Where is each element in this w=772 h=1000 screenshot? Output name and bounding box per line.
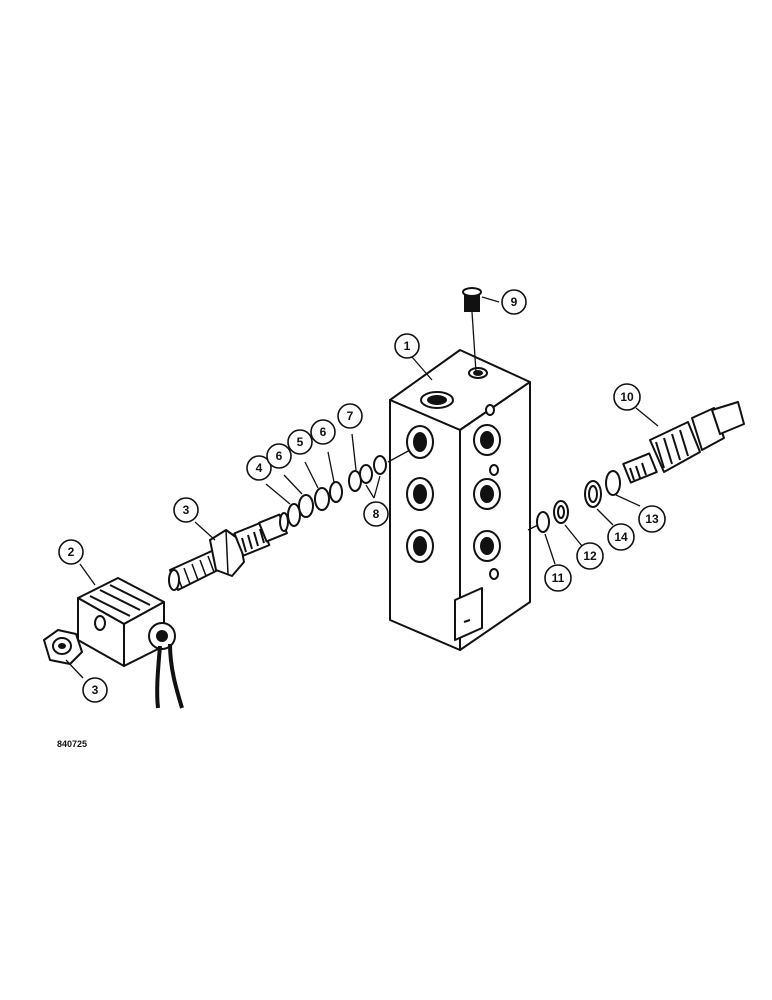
svg-text:2: 2: [68, 545, 75, 559]
callout-1: 1: [394, 333, 420, 359]
callout-3-upper: 3: [173, 497, 199, 523]
callout-9: 9: [501, 289, 527, 315]
svg-text:6: 6: [276, 449, 283, 463]
leader-lines: [65, 296, 659, 679]
callout-6-left: 6: [266, 443, 292, 469]
callout-5: 5: [287, 429, 313, 455]
nameplate: [454, 587, 483, 641]
seal-kit-left: [287, 449, 411, 527]
coil-nut: [43, 629, 83, 665]
callout-8: 8: [363, 501, 389, 527]
svg-text:10: 10: [620, 390, 634, 404]
coil-wires: [155, 643, 184, 709]
svg-text:5: 5: [297, 435, 304, 449]
callout-7: 7: [337, 403, 363, 429]
ring-6b: [329, 481, 343, 503]
svg-text:11: 11: [552, 571, 565, 585]
svg-text:14: 14: [614, 530, 628, 544]
relief-cartridge: [622, 401, 745, 484]
callout-3-lower: 3: [82, 677, 108, 703]
svg-text:8: 8: [373, 507, 380, 521]
cartridge-valve: [168, 512, 289, 591]
svg-text:1: 1: [404, 339, 411, 353]
solenoid-coil: [77, 577, 184, 709]
callout-11: 11: [544, 564, 572, 592]
drawing-number: 840725: [57, 739, 87, 749]
plug: [462, 287, 482, 373]
callout-12: 12: [576, 542, 604, 570]
small-hole-2: [489, 464, 499, 476]
callout-10: 10: [613, 383, 641, 411]
callout-13: 13: [638, 505, 666, 533]
small-hole-3: [489, 568, 499, 580]
ring-11: [536, 511, 550, 533]
svg-text:6: 6: [320, 425, 327, 439]
svg-text:3: 3: [92, 683, 99, 697]
ring-6a: [298, 494, 314, 518]
callout-2: 2: [58, 539, 84, 565]
svg-text:12: 12: [583, 549, 597, 563]
small-hole-1: [485, 404, 495, 416]
seal-kit-right: [527, 470, 621, 533]
svg-text:13: 13: [645, 512, 659, 526]
ring-5: [314, 487, 330, 511]
valve-body: [389, 349, 531, 651]
svg-text:4: 4: [256, 461, 263, 475]
svg-text:3: 3: [183, 503, 190, 517]
ring-8a: [359, 464, 373, 484]
callout-6-right: 6: [310, 419, 336, 445]
ring-13: [605, 470, 621, 496]
callout-14: 14: [607, 523, 635, 551]
ring-8b: [373, 455, 387, 475]
callout-4: 4: [246, 455, 272, 481]
svg-text:9: 9: [511, 295, 518, 309]
svg-text:7: 7: [347, 409, 354, 423]
ring-4: [287, 503, 301, 527]
